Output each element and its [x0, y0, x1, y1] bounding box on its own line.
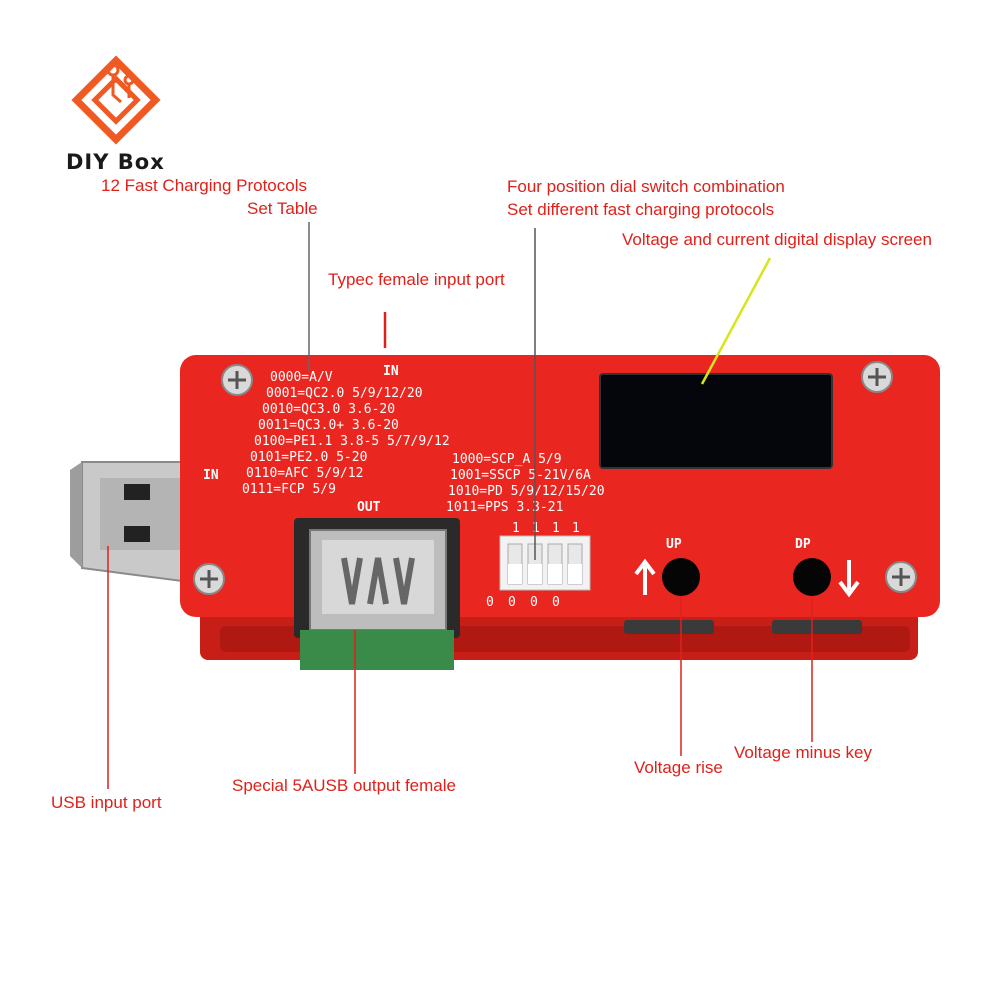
- dip-label-top: 1: [552, 521, 560, 536]
- dip-label-top: 1: [572, 521, 580, 536]
- callout-output-female: Special 5AUSB output female: [232, 776, 456, 795]
- callout-protocols-line2: Set Table: [247, 199, 318, 218]
- dip-label-top: 1: [532, 521, 540, 536]
- callout-protocols-line1: 12 Fast Charging Protocols: [101, 176, 307, 195]
- board-label-up: UP: [666, 537, 682, 552]
- callout-dial-line1: Four position dial switch combination: [507, 177, 785, 196]
- protocol-row: 1011=PPS 3.3-21: [446, 500, 563, 515]
- usb-output-port: [294, 518, 460, 670]
- board-label-in-top: IN: [383, 364, 399, 379]
- side-button: [772, 620, 862, 634]
- callout-dial-line2: Set different fast charging protocols: [507, 200, 775, 219]
- brand-logo-icon: [71, 55, 161, 145]
- protocol-row: 0010=QC3.0 3.6-20: [262, 402, 395, 417]
- leader-line-display: [700, 257, 772, 385]
- dip-label-bottom: 0: [530, 595, 538, 610]
- callout-typec: Typec female input port: [328, 270, 505, 289]
- board-label-out: OUT: [357, 500, 381, 515]
- protocol-row: 0011=QC3.0+ 3.6-20: [258, 418, 399, 433]
- protocol-row: 1010=PD 5/9/12/15/20: [448, 484, 605, 499]
- brand-name: DIY Box: [66, 150, 165, 174]
- protocol-row: 0110=AFC 5/9/12: [246, 466, 363, 481]
- callout-voltage-rise: Voltage rise: [634, 758, 723, 777]
- protocol-table-left: 0000=A/V 0001=QC2.0 5/9/12/20 0010=QC3.0…: [242, 370, 450, 497]
- screw-icon: [861, 361, 893, 393]
- dip-label-bottom: 0: [552, 595, 560, 610]
- protocol-row: 1001=SSCP 5-21V/6A: [450, 468, 591, 483]
- dip-label-top: 1: [512, 521, 520, 536]
- callout-usb-input: USB input port: [51, 793, 162, 812]
- dip-switch[interactable]: [499, 535, 591, 591]
- display-screen: [599, 373, 833, 469]
- protocol-row: 0101=PE2.0 5-20: [250, 450, 367, 465]
- dip-label-bottom: 0: [486, 595, 494, 610]
- arrow-up-icon: [634, 558, 656, 595]
- up-button[interactable]: [662, 558, 700, 596]
- arrow-down-icon: [838, 560, 860, 598]
- board-label-in-left: IN: [203, 468, 219, 483]
- callout-display: Voltage and current digital display scre…: [622, 230, 932, 249]
- callout-voltage-minus: Voltage minus key: [734, 743, 872, 762]
- board-label-dp: DP: [795, 537, 811, 552]
- screw-icon: [221, 364, 253, 396]
- protocol-row: 0000=A/V: [270, 370, 333, 385]
- protocol-row: 0001=QC2.0 5/9/12/20: [266, 386, 423, 401]
- dip-label-bottom: 0: [508, 595, 516, 610]
- protocol-row: 1000=SCP_A 5/9: [452, 452, 562, 467]
- screw-icon: [193, 563, 225, 595]
- usb-a-plug: [70, 461, 191, 584]
- dp-button[interactable]: [793, 558, 831, 596]
- protocol-row: 0100=PE1.1 3.8-5 5/7/9/12: [254, 434, 450, 449]
- screw-icon: [885, 561, 917, 593]
- side-button: [624, 620, 714, 634]
- protocol-row: 0111=FCP 5/9: [242, 482, 336, 497]
- protocol-table-right: 1000=SCP_A 5/9 1001=SSCP 5-21V/6A 1010=P…: [446, 452, 605, 515]
